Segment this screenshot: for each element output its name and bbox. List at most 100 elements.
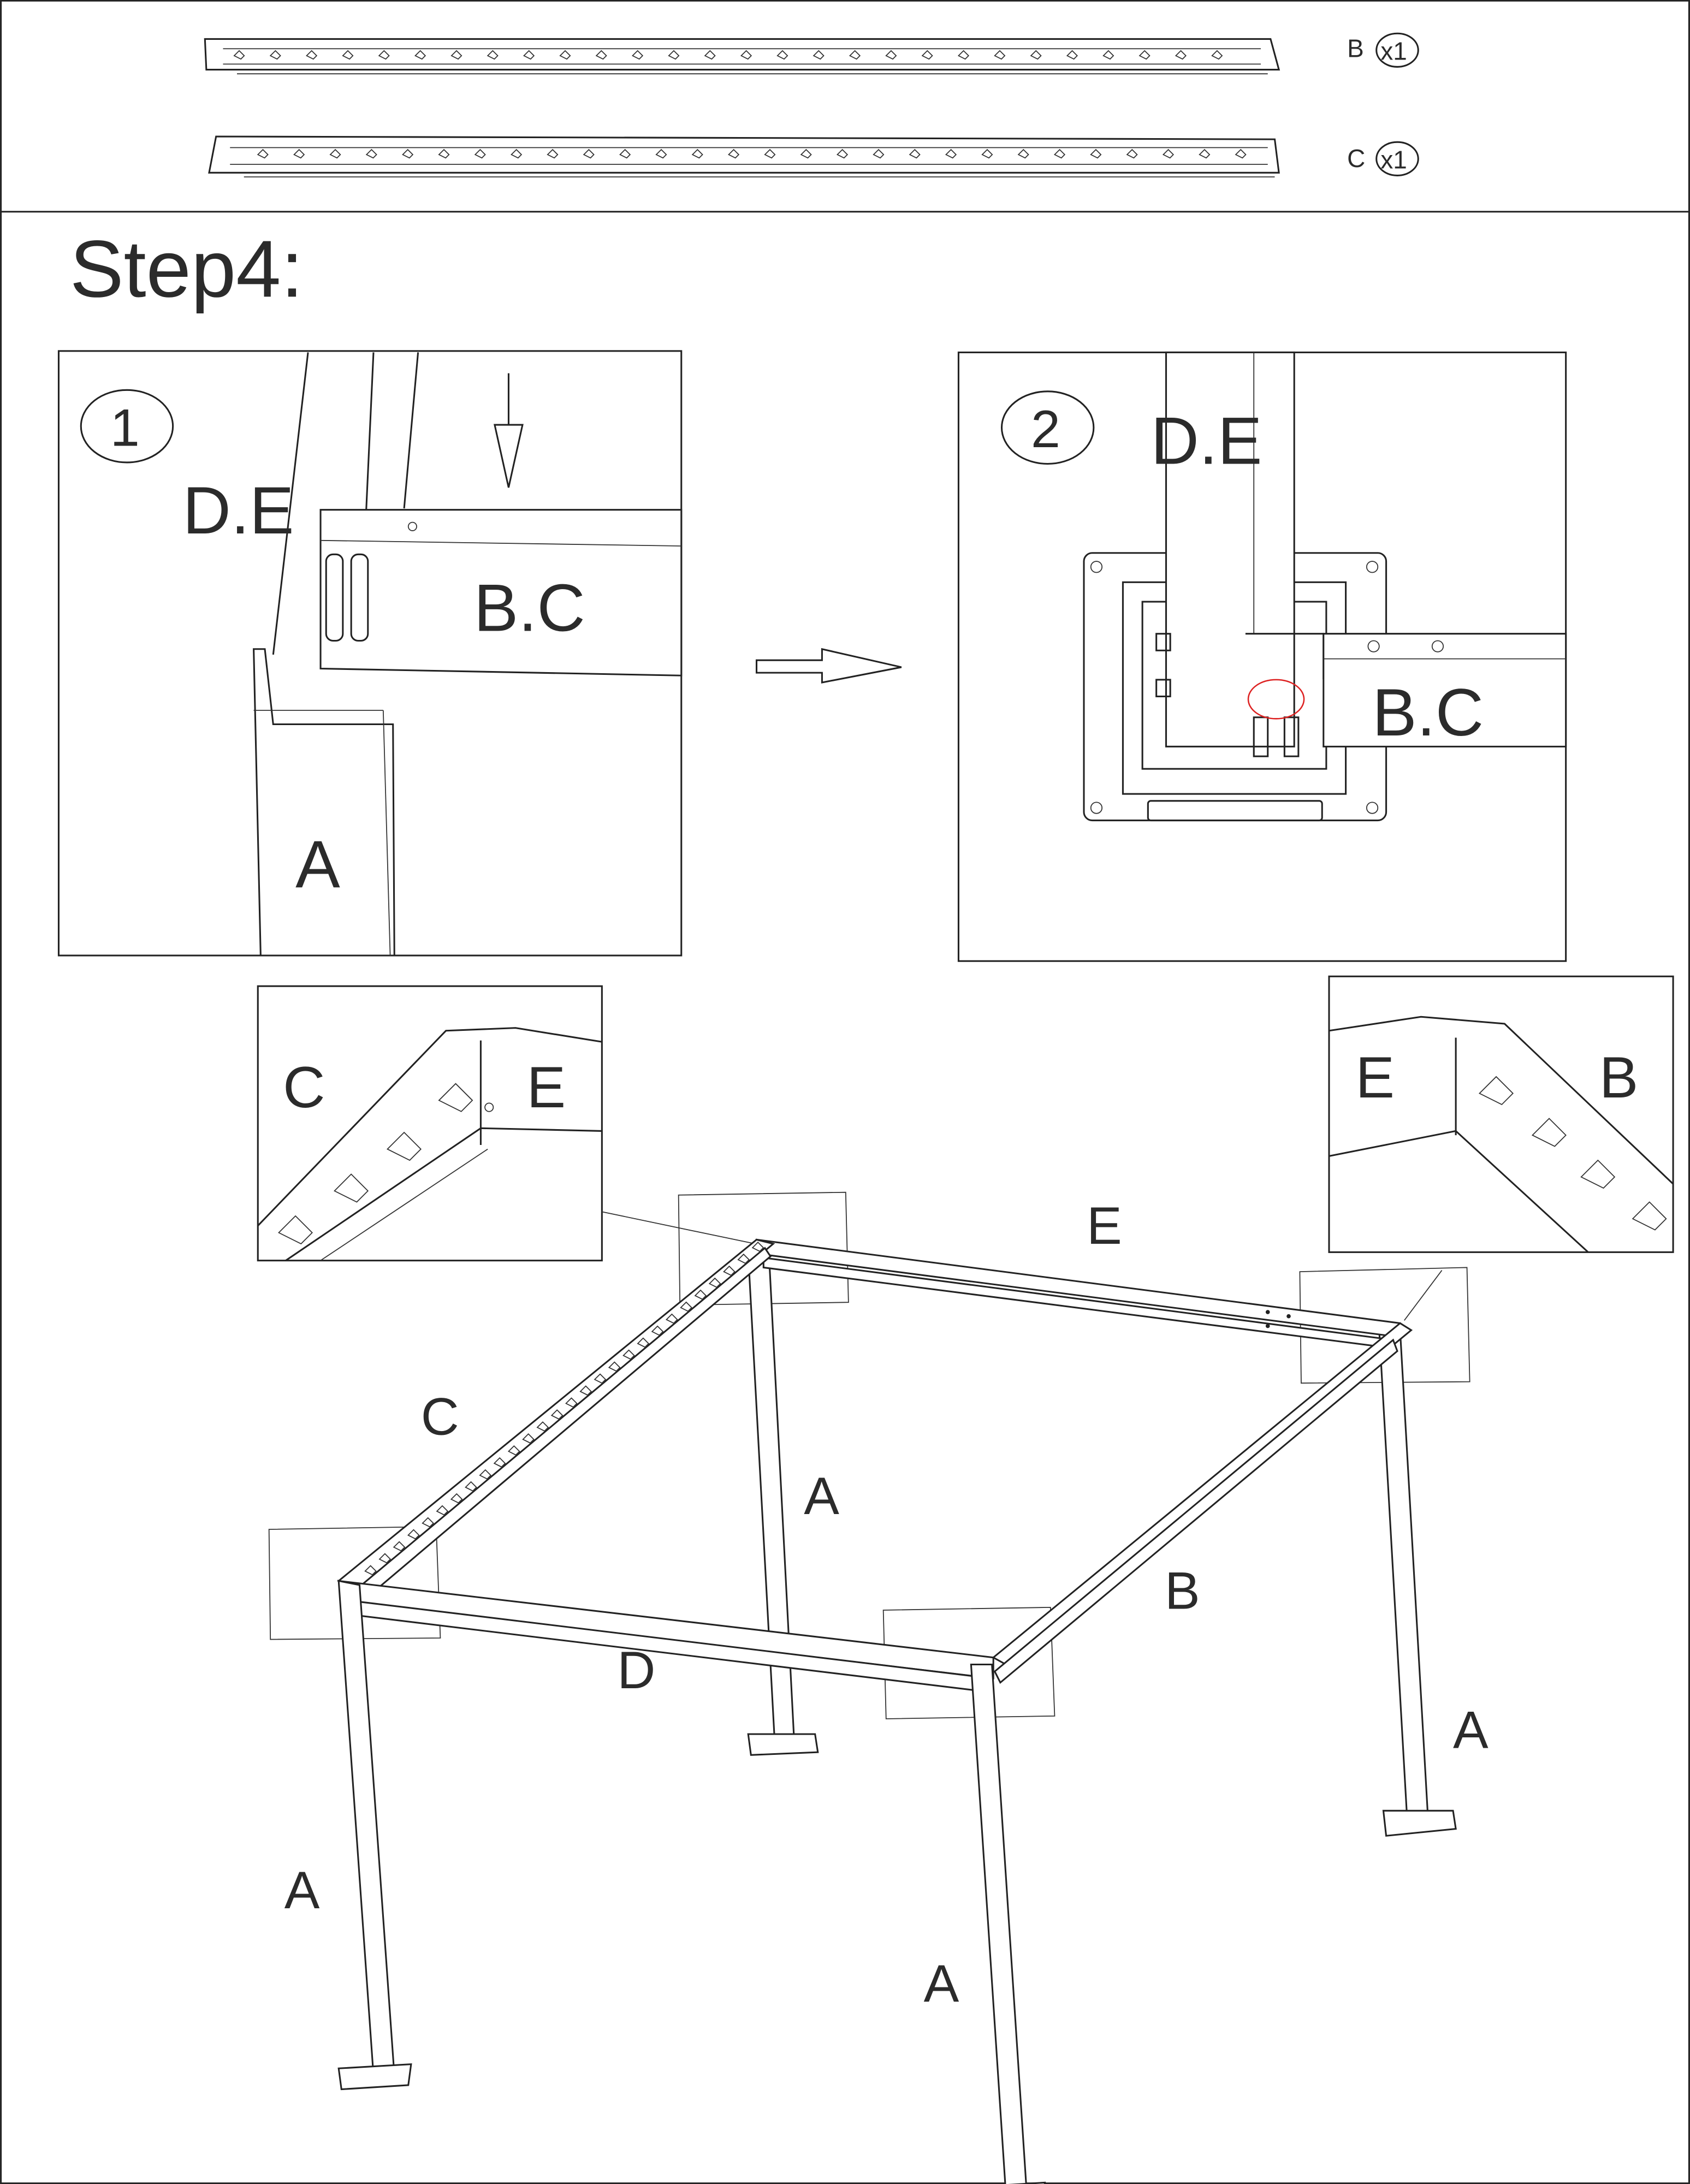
label-b: B xyxy=(1165,1560,1200,1620)
clip-mark xyxy=(994,50,1006,60)
clip-mark xyxy=(487,50,499,60)
clip-mark xyxy=(694,1289,707,1300)
detail-panel-2: 2 D.E B.C xyxy=(957,351,1567,962)
clip-mark xyxy=(619,149,631,159)
clip-mark xyxy=(594,1373,607,1384)
clip-mark xyxy=(378,50,390,60)
clip-mark xyxy=(1066,50,1078,60)
clip-mark xyxy=(651,1325,664,1336)
clip-mark xyxy=(631,50,644,60)
clip-mark xyxy=(1211,50,1223,60)
clip-mark xyxy=(800,149,812,159)
label-c: C xyxy=(421,1387,459,1446)
label-de: D.E xyxy=(182,473,294,548)
part-label: C xyxy=(1347,144,1365,173)
label-a: A xyxy=(295,827,340,901)
clip-mark xyxy=(1531,1118,1567,1147)
clip-mark xyxy=(1580,1159,1616,1189)
clip-mark xyxy=(945,149,957,159)
rotation-indicator-icon xyxy=(1247,679,1305,720)
step-number-badge xyxy=(1000,390,1095,465)
clip-mark xyxy=(1235,149,1247,159)
clip-mark xyxy=(334,1173,369,1203)
clip-mark xyxy=(885,50,897,60)
part-b-label: B x1 xyxy=(1347,32,1419,68)
clip-mark xyxy=(655,149,667,159)
step-number-badge xyxy=(80,389,174,464)
clip-mark xyxy=(691,149,703,159)
clip-mark xyxy=(402,149,414,159)
clip-mark xyxy=(465,1481,477,1492)
clip-mark xyxy=(764,149,776,159)
clip-mark xyxy=(909,149,921,159)
clip-mark xyxy=(436,1505,449,1516)
step-title: Step4: xyxy=(70,224,304,314)
label-b: B xyxy=(1599,1044,1638,1110)
step-number: 2 xyxy=(1031,399,1060,459)
corner-detail-left: C E xyxy=(257,985,756,1262)
clip-mark xyxy=(737,1253,750,1264)
clip-mark xyxy=(523,50,535,60)
clip-mark xyxy=(269,50,281,60)
label-e: E xyxy=(527,1054,566,1120)
beam-c-drawing xyxy=(208,135,1280,177)
clip-mark xyxy=(507,1445,520,1456)
clip-mark xyxy=(547,149,559,159)
label-d: D xyxy=(617,1640,655,1700)
clip-mark xyxy=(536,1421,549,1432)
clip-mark xyxy=(622,1349,635,1360)
label-a-front-left: A xyxy=(284,1860,320,1920)
part-label: B xyxy=(1347,34,1364,63)
clip-mark xyxy=(414,50,426,60)
clip-mark xyxy=(873,149,885,159)
clip-mark xyxy=(836,149,849,159)
label-a-back-left: A xyxy=(804,1466,839,1526)
clip-mark xyxy=(708,1277,721,1288)
clip-mark xyxy=(1090,149,1102,159)
clip-mark xyxy=(583,149,595,159)
clip-mark xyxy=(1030,50,1042,60)
gazebo-frame: E C A B D A A A xyxy=(268,1191,1489,2184)
clip-mark xyxy=(474,149,486,159)
clip-mark xyxy=(776,50,788,60)
part-qty: x1 xyxy=(1380,37,1407,66)
clip-mark xyxy=(438,1083,473,1112)
clip-mark xyxy=(1138,50,1151,60)
part-c-label: C x1 xyxy=(1347,141,1419,176)
clip-mark xyxy=(386,1131,422,1161)
detail-panel-1: 1 D.E B.C A xyxy=(57,350,683,957)
clip-mark xyxy=(1162,149,1175,159)
clip-mark xyxy=(665,1313,678,1324)
label-c: C xyxy=(283,1054,325,1120)
corner-detail-right: E B xyxy=(1328,975,1674,1321)
clip-mark xyxy=(378,1553,392,1564)
clip-mark xyxy=(1017,149,1029,159)
clip-mark xyxy=(329,149,341,159)
clip-mark xyxy=(1632,1201,1667,1231)
label-a-front-right: A xyxy=(924,1954,959,2013)
clip-mark xyxy=(364,1565,377,1576)
clip-mark xyxy=(522,1433,535,1444)
clip-mark xyxy=(727,149,740,159)
beam-b-drawing xyxy=(204,38,1280,75)
down-arrow-icon xyxy=(494,424,524,488)
clip-mark xyxy=(511,149,523,159)
clip-mark xyxy=(407,1529,420,1540)
clip-mark xyxy=(278,1215,313,1245)
clip-mark xyxy=(668,50,680,60)
clip-mark xyxy=(1053,149,1066,159)
clip-mark xyxy=(293,149,305,159)
clip-mark xyxy=(723,1265,736,1276)
clip-mark xyxy=(422,1517,434,1528)
clip-mark xyxy=(1126,149,1138,159)
label-a-back-right: A xyxy=(1453,1700,1489,1760)
clip-mark xyxy=(1199,149,1211,159)
clip-mark xyxy=(595,50,607,60)
part-qty: x1 xyxy=(1380,146,1407,174)
right-arrow-icon xyxy=(755,648,902,684)
label-e: E xyxy=(1087,1196,1122,1255)
clip-mark xyxy=(257,149,269,159)
clip-mark xyxy=(565,1397,578,1408)
clip-mark xyxy=(550,1409,564,1420)
